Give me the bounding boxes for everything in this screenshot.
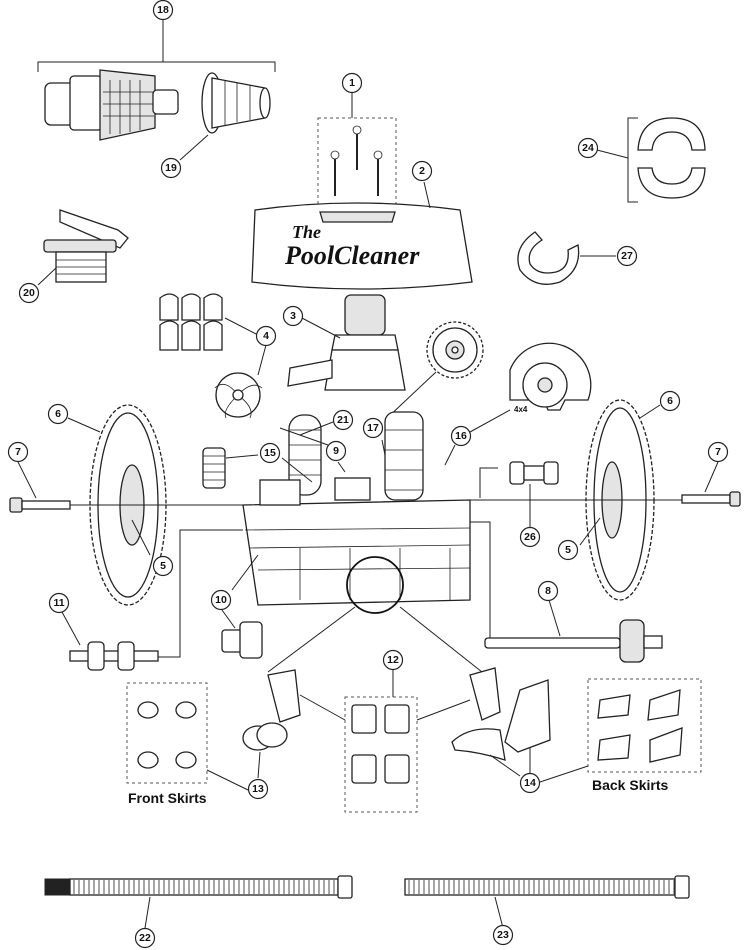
svg-text:11: 11	[53, 597, 64, 609]
callout-18: 18	[152, 0, 174, 21]
callout-7-left: 7	[7, 441, 29, 463]
callout-15: 15	[259, 442, 281, 464]
part-4-clips	[159, 293, 267, 419]
part-20-fitting	[37, 209, 129, 286]
svg-text:23: 23	[497, 929, 509, 941]
brand-line-2: PoolCleaner	[284, 241, 420, 270]
svg-text:10: 10	[215, 594, 227, 606]
svg-text:16: 16	[455, 430, 467, 442]
cleaner-body	[150, 411, 491, 658]
svg-text:17: 17	[367, 422, 379, 434]
svg-text:21: 21	[337, 414, 349, 426]
svg-text:13: 13	[252, 783, 264, 795]
callout-11: 11	[48, 592, 70, 614]
svg-text:19: 19	[165, 162, 177, 174]
part-12-clips	[299, 670, 471, 813]
part-19-cone	[179, 72, 271, 161]
svg-text:18: 18	[157, 4, 169, 16]
svg-text:24: 24	[582, 142, 594, 154]
svg-text:22: 22	[139, 932, 151, 944]
callout-20: 20	[18, 282, 40, 304]
callout-21: 21	[332, 409, 354, 431]
svg-text:12: 12	[387, 654, 399, 666]
part-7-right-axle	[470, 461, 741, 507]
svg-text:20: 20	[23, 287, 35, 299]
svg-text:6: 6	[55, 408, 61, 420]
callout-5-right: 5	[557, 539, 579, 561]
svg-text:3: 3	[290, 310, 296, 322]
part-8-axle	[484, 599, 663, 663]
callout-27: 27	[616, 245, 638, 267]
callout-17: 17	[362, 417, 384, 439]
part-22-hose	[44, 875, 353, 929]
svg-text:5: 5	[160, 560, 166, 572]
svg-text:14: 14	[524, 777, 536, 789]
gear-marking: 4x4	[514, 405, 528, 414]
svg-text:8: 8	[545, 585, 551, 597]
svg-text:9: 9	[333, 445, 339, 457]
callout-5-left: 5	[152, 555, 174, 577]
part-21-track	[279, 414, 346, 496]
callout-12: 12	[382, 649, 404, 671]
part-17-gear	[381, 321, 484, 471]
callout-26: 26	[519, 526, 541, 548]
svg-text:2: 2	[419, 165, 425, 177]
part-15-drive-gear	[202, 447, 313, 489]
callout-3: 3	[282, 305, 304, 327]
callout-8: 8	[537, 580, 559, 602]
back-skirts-label: Back Skirts	[592, 777, 668, 793]
svg-text:7: 7	[15, 446, 21, 458]
part-18-hose-adapter	[37, 20, 276, 141]
callout-9: 9	[325, 440, 347, 462]
callout-19: 19	[160, 157, 182, 179]
svg-text:6: 6	[667, 395, 673, 407]
callout-22: 22	[134, 927, 156, 949]
callout-2: 2	[411, 160, 433, 182]
svg-text:5: 5	[565, 544, 571, 556]
part-7-left-axle	[9, 461, 243, 513]
part-1-screws	[317, 92, 397, 207]
svg-text:15: 15	[264, 447, 276, 459]
part-16-gear: 4x4	[444, 342, 592, 466]
part-11-roller	[61, 611, 159, 671]
callout-13: 13	[247, 778, 269, 800]
svg-text:26: 26	[524, 531, 536, 543]
callout-7-right: 7	[707, 441, 729, 463]
part-2-top-cover: The PoolCleaner	[251, 181, 473, 290]
part-10-gear	[221, 609, 263, 659]
svg-text:7: 7	[715, 446, 721, 458]
svg-text:27: 27	[621, 250, 633, 262]
callout-23: 23	[492, 924, 514, 946]
part-24-split-ring	[596, 117, 706, 203]
callout-6-right: 6	[659, 390, 681, 412]
part-front-skirt: Front Skirts	[126, 669, 301, 806]
callout-14: 14	[519, 772, 541, 794]
svg-text:4: 4	[263, 330, 269, 342]
part-23-hose	[404, 875, 690, 929]
callout-4: 4	[255, 325, 277, 347]
part-3-swivel	[287, 294, 406, 391]
front-skirts-label: Front Skirts	[128, 790, 207, 806]
callout-10: 10	[210, 589, 232, 611]
callout-1: 1	[341, 72, 363, 94]
callout-6-left: 6	[47, 403, 69, 425]
part-back-skirt: Back Skirts	[451, 667, 702, 793]
part-26-spacer	[479, 461, 559, 527]
callout-24: 24	[577, 137, 599, 159]
part-27-c-ring	[517, 231, 616, 285]
brand-line-1: The	[292, 222, 321, 242]
svg-text:1: 1	[349, 77, 355, 89]
callout-16: 16	[450, 425, 472, 447]
